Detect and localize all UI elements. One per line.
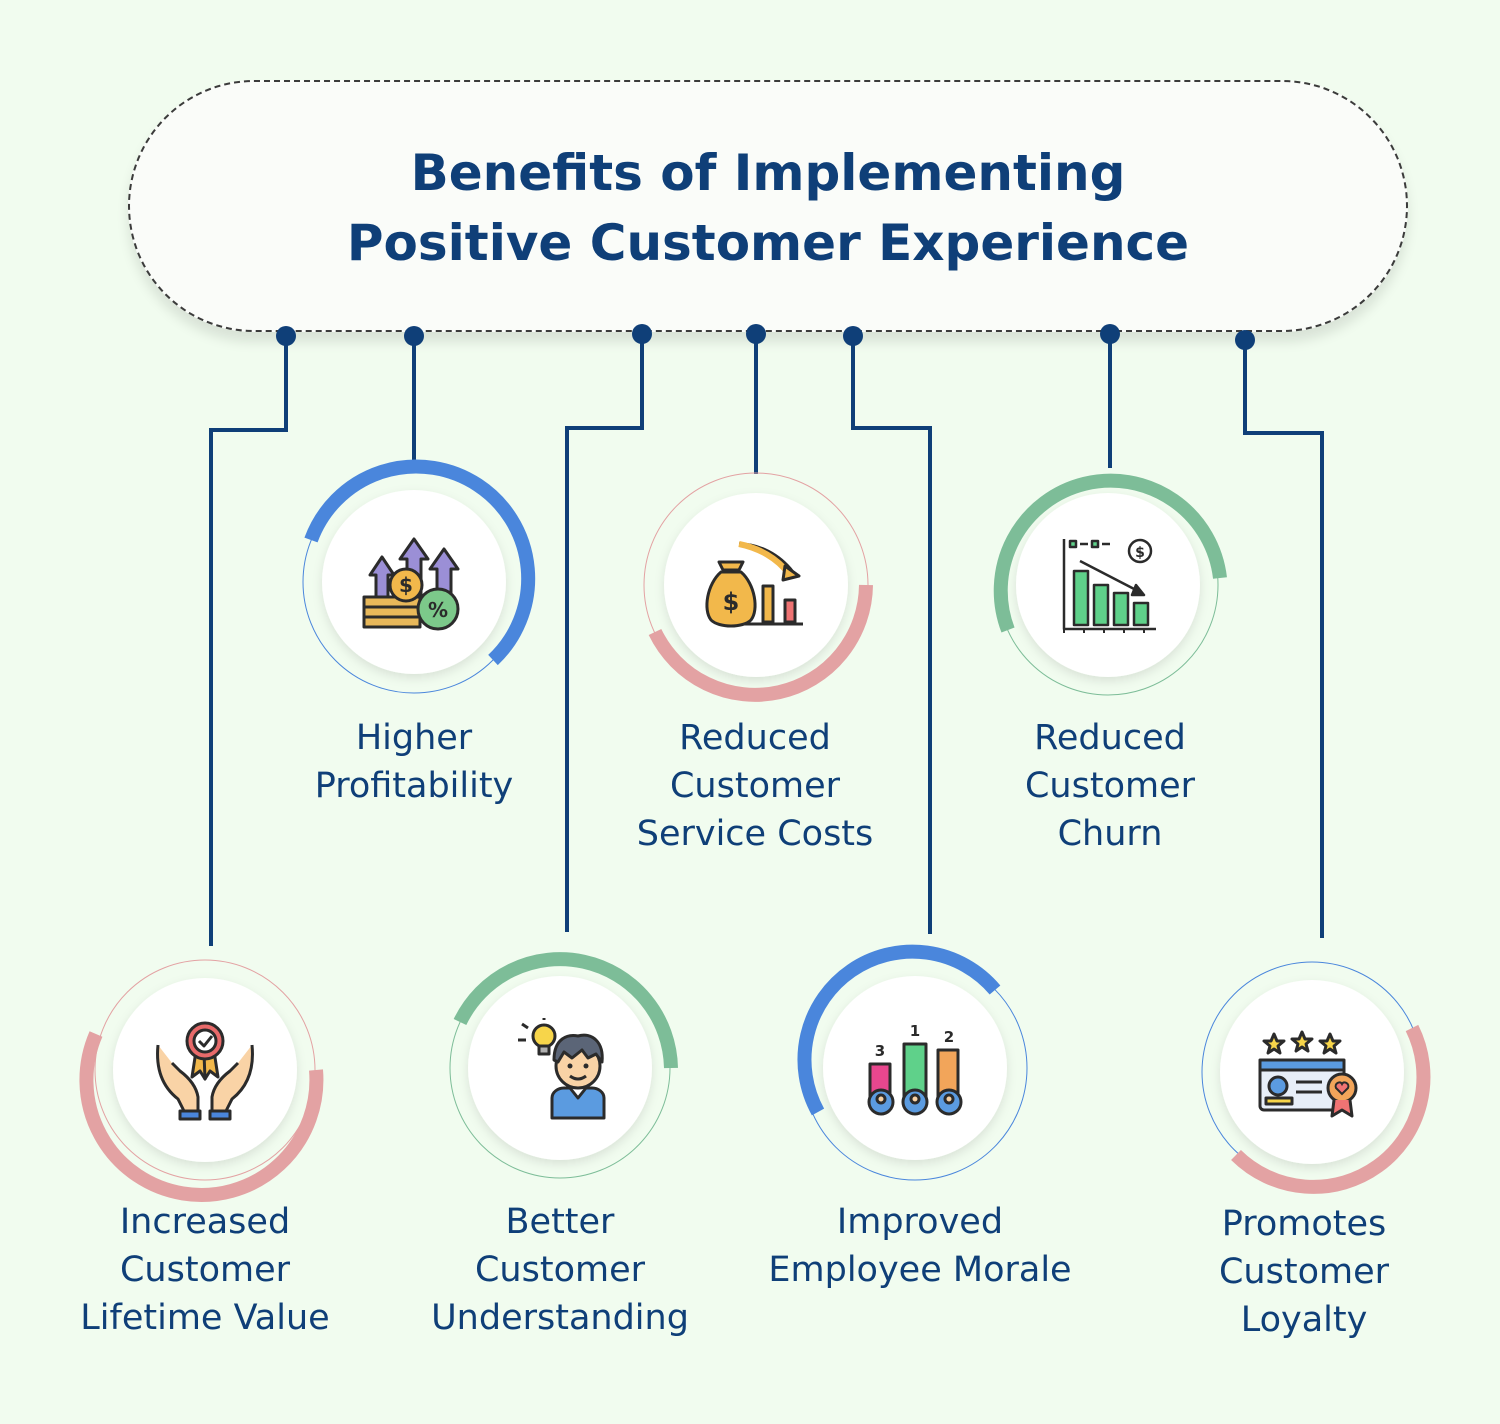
label-line: Lifetime Value	[80, 1298, 330, 1338]
label-line: Customer	[669, 766, 840, 806]
benefit-circle-service-costs	[643, 472, 873, 702]
label-line: Reduced	[1034, 718, 1186, 758]
title-banner	[128, 80, 1408, 332]
loyalty-card-icon	[1258, 1030, 1358, 1118]
svg-text:2: 2	[944, 1028, 954, 1046]
label-line: Profitability	[314, 766, 514, 806]
label-line: Increased	[119, 1202, 291, 1242]
connector-3	[565, 334, 644, 932]
label-line: Churn	[1057, 814, 1163, 854]
connector-5	[851, 336, 932, 934]
title-line-1: Benefits of Implementing	[410, 144, 1126, 202]
connector-7	[1243, 340, 1324, 938]
label-understanding: Better Customer Understanding	[380, 1198, 740, 1342]
connector-1	[209, 336, 288, 946]
label-loyalty: Promotes Customer Loyalty	[1124, 1200, 1484, 1344]
svg-text:$: $	[399, 573, 413, 597]
connector-dot-7	[1235, 330, 1255, 350]
label-line: Customer	[1218, 1252, 1389, 1292]
svg-text:3: 3	[875, 1042, 885, 1060]
connector-dot-3	[632, 324, 652, 344]
profit-growth-icon: $ %	[362, 537, 460, 631]
idea-person-icon	[518, 1018, 606, 1120]
label-line: Better	[505, 1202, 615, 1242]
svg-text:$: $	[723, 588, 740, 616]
svg-text:$: $	[1135, 545, 1145, 561]
label-line: Customer	[119, 1250, 290, 1290]
label-churn: Reduced Customer Churn	[930, 714, 1290, 858]
label-line: Understanding	[431, 1298, 689, 1338]
label-service-costs: Reduced Customer Service Costs	[575, 714, 935, 858]
label-lifetime-value: Increased Customer Lifetime Value	[25, 1198, 385, 1342]
connector-dot-6	[1100, 324, 1120, 344]
label-line: Customer	[1024, 766, 1195, 806]
money-bag-decline-icon: $	[705, 541, 803, 628]
label-line: Loyalty	[1240, 1300, 1368, 1340]
label-line: Service Costs	[636, 814, 874, 854]
connector-dot-5	[843, 326, 863, 346]
label-line: Reduced	[679, 718, 831, 758]
page-title: Benefits of Implementing Positive Custom…	[128, 138, 1408, 278]
label-line: Higher	[355, 718, 473, 758]
label-line: Employee Morale	[768, 1250, 1072, 1290]
label-employee-morale: Improved Employee Morale	[740, 1198, 1100, 1294]
hands-award-icon	[156, 1021, 254, 1121]
label-profitability: Higher Profitability	[234, 714, 594, 810]
title-line-2: Positive Customer Experience	[346, 214, 1190, 272]
connector-dot-1	[276, 326, 296, 346]
declining-chart-icon: $	[1062, 538, 1156, 633]
svg-text:%: %	[428, 598, 448, 622]
ranking-podium-icon: 3 1 2	[867, 1022, 963, 1116]
label-line: Improved	[836, 1202, 1004, 1242]
label-line: Promotes	[1221, 1204, 1387, 1244]
connector-dot-2	[404, 326, 424, 346]
connector-dot-4	[746, 324, 766, 344]
label-line: Customer	[474, 1250, 645, 1290]
svg-text:1: 1	[910, 1022, 920, 1040]
